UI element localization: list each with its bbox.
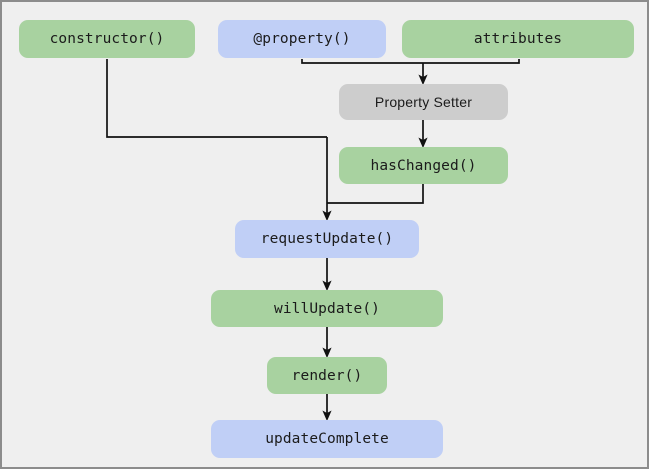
edge-property-to-setter xyxy=(301,59,520,64)
node-willUpdate[interactable]: willUpdate() xyxy=(211,290,443,327)
node-attributes[interactable]: attributes xyxy=(402,20,634,58)
node-property[interactable]: @property() xyxy=(218,20,386,58)
node-requestUpdate[interactable]: requestUpdate() xyxy=(235,220,419,258)
node-updateComplete[interactable]: updateComplete xyxy=(211,420,443,458)
edge-haschanged-to-request xyxy=(327,184,424,204)
node-propertySetter[interactable]: Property Setter xyxy=(339,84,508,120)
node-render[interactable]: render() xyxy=(267,357,387,394)
node-hasChanged[interactable]: hasChanged() xyxy=(339,147,508,184)
edge-constructor-to-request xyxy=(106,59,327,138)
node-constructor[interactable]: constructor() xyxy=(19,20,195,58)
